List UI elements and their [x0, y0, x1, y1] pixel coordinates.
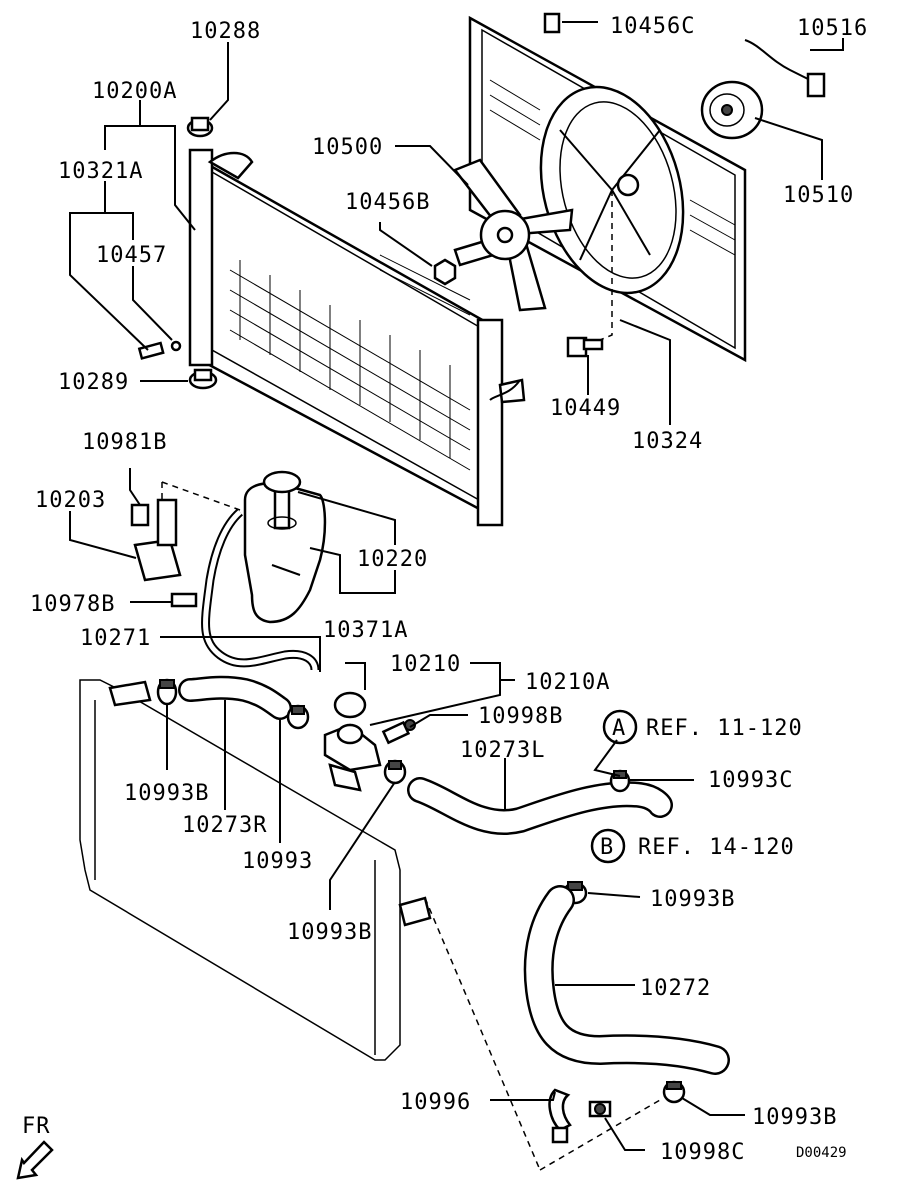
clamp-10993b-d [662, 1080, 686, 1104]
label-10371a: 10371A [323, 618, 408, 643]
label-10510: 10510 [783, 183, 854, 208]
reference-marker-b [590, 828, 626, 864]
label-10993b-b: 10993B [287, 920, 372, 945]
clamp-10993b-b [383, 759, 407, 785]
label-10993b-c: 10993B [650, 887, 735, 912]
lower-hose-10272 [523, 885, 730, 1075]
label-10321a: 10321A [58, 159, 143, 184]
bracket-10996 [548, 1088, 572, 1144]
hose-10273l [407, 777, 673, 835]
lower-radiator-outline [79, 679, 432, 1061]
bolt-10981b [130, 503, 150, 527]
bolt-10978b [170, 592, 198, 608]
leader-lines [69, 21, 844, 1151]
clamp-10993c [609, 769, 631, 793]
label-10500: 10500 [312, 135, 383, 160]
label-10978b: 10978B [30, 592, 115, 617]
upper-hose-10273r [178, 675, 292, 720]
label-10998b: 10998B [478, 704, 563, 729]
reservoir-bracket [133, 498, 182, 582]
label-10210: 10210 [390, 652, 461, 677]
label-10996: 10996 [400, 1090, 471, 1115]
overflow-hose [201, 508, 320, 671]
radiator-mount-bottom [188, 368, 218, 390]
label-10981b: 10981B [82, 430, 167, 455]
clamp-10993 [286, 704, 310, 730]
radiator-mount-top [186, 116, 214, 138]
label-10200a: 10200A [92, 79, 177, 104]
front-direction-arrow [16, 1140, 54, 1180]
label-10993c: 10993C [708, 768, 793, 793]
label-10289: 10289 [58, 370, 129, 395]
ref-marker-a-letter: A [612, 716, 626, 741]
fan-motor [700, 80, 764, 140]
label-10998c: 10998C [660, 1140, 745, 1165]
label-10324: 10324 [632, 429, 703, 454]
ref-text-a: REF. 11-120 [646, 716, 803, 741]
label-10273r: 10273R [182, 813, 267, 838]
label-10516: 10516 [797, 16, 868, 41]
label-10272: 10272 [640, 976, 711, 1001]
reference-marker-a [602, 709, 638, 745]
label-10220: 10220 [357, 547, 428, 572]
label-10993: 10993 [242, 849, 313, 874]
sensor-10998b [381, 719, 416, 745]
nut-10456b [433, 258, 457, 286]
water-outlet-fitting [323, 723, 382, 792]
label-10456c: 10456C [610, 14, 695, 39]
clip-top [543, 12, 561, 34]
fan-blade [453, 158, 574, 312]
reservoir-tank [243, 470, 327, 624]
ref-text-b: REF. 14-120 [638, 835, 795, 860]
wiring-harness [744, 39, 826, 98]
label-10993b-a: 10993B [124, 781, 209, 806]
label-10449: 10449 [550, 396, 621, 421]
clamp-10993b-a [156, 678, 178, 706]
label-10203: 10203 [35, 488, 106, 513]
drain-plug [137, 340, 182, 360]
label-10456b: 10456B [345, 190, 430, 215]
ref-marker-b-letter: B [600, 835, 614, 860]
reference-labels: A REF. 11-120 B REF. 14-120 [600, 716, 803, 860]
bolt-10449 [566, 336, 604, 358]
front-direction-label: FR [22, 1114, 51, 1139]
sensor-10998c [588, 1100, 612, 1118]
label-10271: 10271 [80, 626, 151, 651]
label-10993b-d: 10993B [752, 1105, 837, 1130]
radiator-core [188, 148, 526, 527]
label-10210a: 10210A [525, 670, 610, 695]
diagram-id: D00429 [796, 1145, 847, 1161]
label-10273l: 10273L [460, 738, 545, 763]
label-10288: 10288 [190, 19, 261, 44]
cap-10210 [333, 691, 367, 719]
part-labels: 10288 10200A 10321A 10457 10289 10456C 1… [30, 14, 868, 1165]
label-10457: 10457 [96, 243, 167, 268]
fan-shroud [468, 15, 747, 363]
